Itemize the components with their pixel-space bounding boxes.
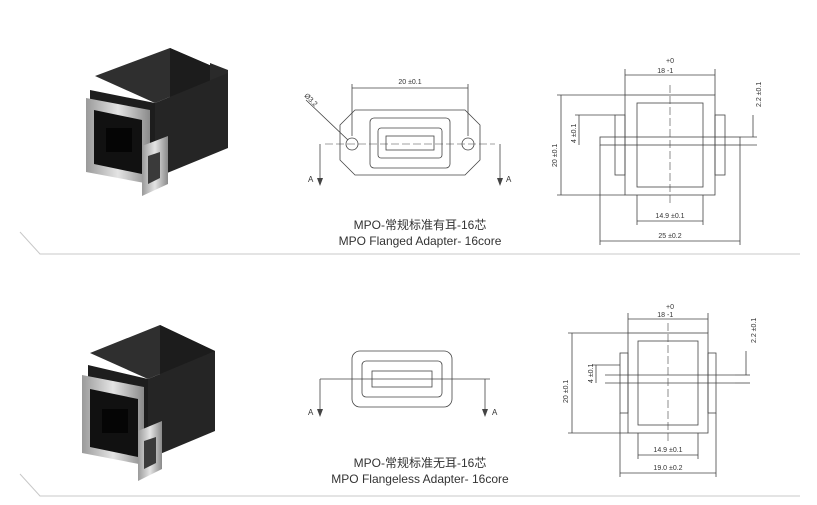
mpo-ferrule xyxy=(385,135,435,151)
inner-offset-label: 4 ±0.1 xyxy=(588,363,595,383)
width-base: 18 xyxy=(657,68,665,75)
mpo-port xyxy=(377,127,443,159)
width-base: 18 xyxy=(657,312,665,319)
inner-offset-label: 4 ±0.1 xyxy=(571,123,578,143)
hole-pitch-label: 20 ±0.1 xyxy=(398,79,421,86)
section-mark-right: A xyxy=(492,408,498,417)
total-length-label: 25 ±0.2 xyxy=(658,233,681,240)
flanged-side-view-drawing: +0 18 -1 2.2 ±0.1 20 ±0.1 4 ±0.1 14.9 ±0… xyxy=(552,58,763,245)
flange-thickness-label: 2.2 ±0.1 xyxy=(756,82,763,107)
height-label: 20 ±0.1 xyxy=(563,380,570,403)
flangeless-front-view-drawing: A A xyxy=(308,350,498,417)
flanged-adapter-photo xyxy=(86,48,228,196)
section-divider-bottom xyxy=(19,473,800,497)
flanged-title-en: MPO Flanged Adapter- 16core xyxy=(338,234,502,248)
width-tol-bottom: -1 xyxy=(667,312,673,319)
flangeless-title-cn: MPO-常规标准无耳-16芯 xyxy=(353,456,487,470)
flanged-title-cn: MPO-常规标准有耳-16芯 xyxy=(353,218,487,232)
total-length-label: 19.0 ±0.2 xyxy=(653,465,682,472)
hole-diameter-label: Ø3.2 xyxy=(303,92,319,108)
flangeless-side-view-drawing: +0 18 -1 2.2 ±0.1 20 ±0.1 4 ±0.1 14.9 ±0… xyxy=(563,304,758,477)
flange-thickness-label: 2.2 ±0.1 xyxy=(751,318,758,343)
flanged-front-view-drawing: 20 ±0.1 Ø3.2 A A xyxy=(303,79,512,186)
flanged-adapter-panel: 20 ±0.1 Ø3.2 A A MPO-常规标准有耳-16芯 MPO Flan… xyxy=(19,48,800,255)
width-tol-top: +0 xyxy=(666,58,674,65)
section-mark-left: A xyxy=(308,408,314,417)
flanged-caption: MPO-常规标准有耳-16芯 MPO Flanged Adapter- 16co… xyxy=(300,217,540,249)
width-tol-bottom: -1 xyxy=(667,68,673,75)
section-mark-left: A xyxy=(308,175,314,184)
flangeless-adapter-photo xyxy=(82,325,215,481)
section-divider-top xyxy=(19,231,800,255)
flange-outline xyxy=(339,109,481,176)
inner-length-label: 14.9 ±0.1 xyxy=(653,447,682,454)
flangeless-adapter-panel: A A MPO-常规标准无耳-16芯 MPO Flangeless Adapte… xyxy=(0,258,817,505)
width-tol-top: +0 xyxy=(666,304,674,311)
section-mark-right: A xyxy=(506,175,512,184)
inner-length-label: 14.9 ±0.1 xyxy=(655,213,684,220)
center-body xyxy=(369,117,451,169)
flangeless-caption: MPO-常规标准无耳-16芯 MPO Flangeless Adapter- 1… xyxy=(300,455,540,487)
height-label: 20 ±0.1 xyxy=(552,144,559,167)
flangeless-title-en: MPO Flangeless Adapter- 16core xyxy=(331,472,509,486)
